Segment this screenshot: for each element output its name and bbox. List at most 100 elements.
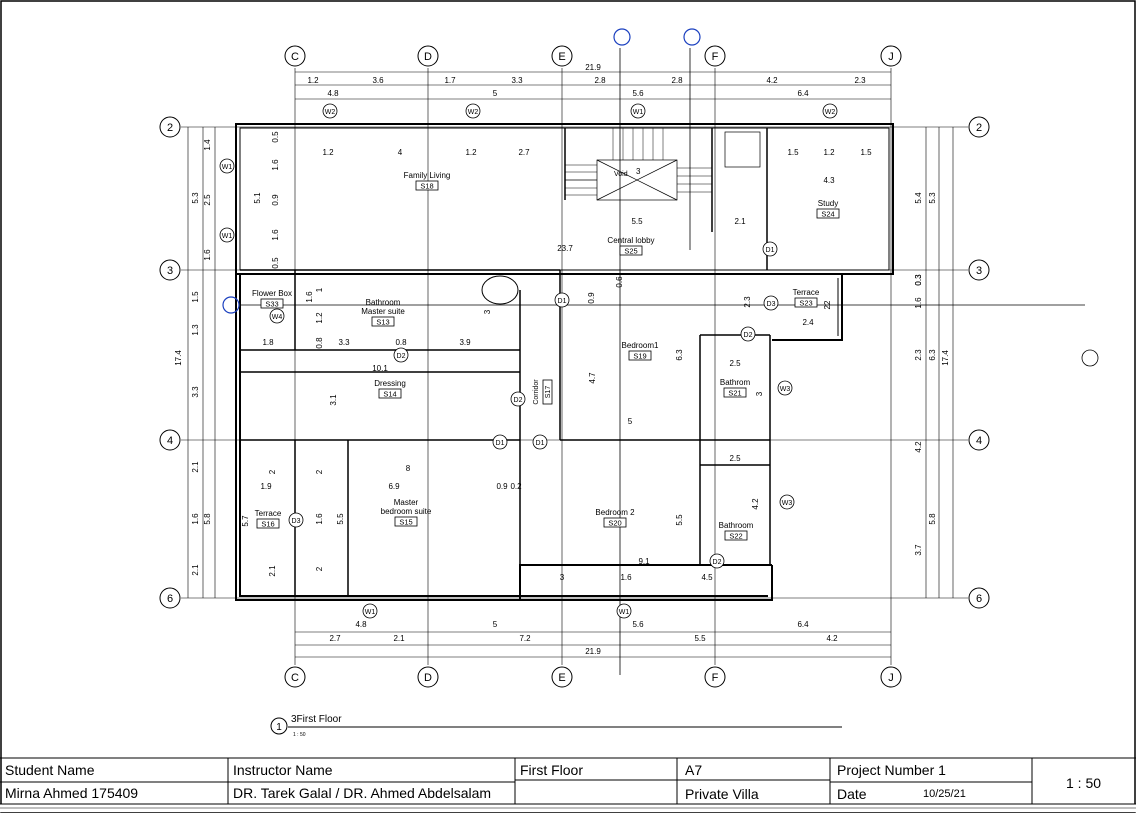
room-name: Master suite [361, 307, 405, 316]
grid-row-label: 3 [976, 265, 982, 277]
dim-text: 3 [483, 309, 492, 314]
room-tag-box [794, 297, 818, 308]
dim-text: 6.4 [797, 620, 809, 629]
dim-text: 2.8 [594, 76, 606, 85]
room-tag: S33 [265, 300, 278, 309]
dim-text: 2.3 [914, 349, 923, 361]
drawing-scale: 1 : 50 [1066, 775, 1102, 791]
dim-text: 1.6 [191, 513, 200, 525]
dim-text: 2.5 [729, 454, 741, 463]
dim-text: 1.6 [305, 291, 314, 303]
dim-text: 2 [315, 566, 324, 571]
dim-text: 6.3 [675, 349, 684, 361]
room-tag: S14 [383, 390, 396, 399]
dim-text: 6.9 [388, 482, 400, 491]
opening-tag-label: D1 [766, 247, 775, 254]
dim-text: 4.3 [823, 176, 835, 185]
dim-text: 1.5 [860, 148, 872, 157]
grid-row-label: 2 [976, 122, 982, 134]
dressing-dim: 10.1 [372, 364, 388, 373]
dim-text: 1.7 [444, 76, 456, 85]
room-tag: S21 [728, 389, 741, 398]
room-name: Study [818, 199, 838, 208]
opening-tag-label: D1 [558, 298, 567, 305]
window-tag [322, 103, 338, 119]
window-tag [779, 494, 795, 510]
student-label: Student Name [5, 762, 95, 778]
room-name: Central lobby [607, 236, 654, 245]
opening-tag-label: W1 [365, 609, 376, 616]
door-tag [763, 295, 779, 311]
dim-text: 3 [755, 391, 764, 396]
dim-text: 3.9 [459, 338, 471, 347]
dim-text: 3.3 [191, 386, 200, 398]
room-name: Family Living [404, 171, 451, 180]
dim-text: 0.9 [271, 194, 280, 206]
room-tag-box [619, 245, 643, 256]
room-tag: S13 [376, 318, 389, 327]
grid-row-label: 4 [976, 435, 982, 447]
room-name: Terrace [793, 288, 820, 297]
dim-text: 4.8 [355, 620, 367, 629]
room-name: Flower Box [252, 289, 292, 298]
dim-text: 1.6 [914, 297, 923, 309]
grid-row-label: 2 [167, 122, 173, 134]
grid-bubble [159, 259, 181, 281]
grid-bubble [159, 429, 181, 451]
room-name: bedroom suite [381, 507, 432, 516]
opening-tag-label: D2 [397, 353, 406, 360]
dim-text: 22 [823, 300, 832, 309]
grid-bubble [968, 587, 990, 609]
window-tag [777, 380, 793, 396]
window-tag [362, 603, 378, 619]
dim-text: 3.3 [338, 338, 350, 347]
grid-bubble [284, 666, 306, 688]
grid-bubble [551, 666, 573, 688]
room-name: Bedroom1 [622, 341, 659, 350]
dim-text: 1.6 [271, 229, 280, 241]
room-name: Bathrom [720, 378, 751, 387]
dim-text: 1.6 [315, 513, 324, 525]
dim-text: 1.5 [191, 291, 200, 303]
dim-text: 4.5 [701, 573, 713, 582]
grid-column-label: D [424, 51, 432, 63]
dim-text: 6.4 [797, 89, 809, 98]
grid-column-label: C [291, 51, 299, 63]
dim-text: 7.2 [519, 634, 531, 643]
dim-text: 21.9 [585, 63, 601, 72]
view-number-circle [270, 717, 288, 735]
room-tag-box [378, 388, 402, 399]
dim-text: 4.2 [751, 498, 760, 510]
dim-text: 2.1 [734, 217, 746, 226]
room-tag: S15 [399, 518, 412, 527]
date-label: Date [837, 786, 867, 802]
dim-text: 2 [315, 469, 324, 474]
opening-tag-label: W4 [272, 314, 283, 321]
room-tag-box [371, 316, 395, 327]
opening-tag-label: D2 [744, 332, 753, 339]
dim-text: 5.8 [203, 513, 212, 525]
dim-text: 1.2 [307, 76, 319, 85]
room-tag-box [394, 516, 418, 527]
grid-column-label: J [888, 672, 894, 684]
dim-text: 1.2 [315, 312, 324, 324]
room-tag: S19 [633, 352, 646, 361]
dim-text: 3.1 [329, 394, 338, 406]
dim-text: 5 [493, 89, 498, 98]
room-tag-box [724, 530, 748, 541]
dim-text: 21.9 [585, 647, 601, 656]
dim-text: 0.3 [914, 274, 923, 286]
dim-text: 2.1 [393, 634, 405, 643]
dim-text: 2.1 [268, 565, 277, 577]
room-name: Corridor [533, 379, 540, 405]
